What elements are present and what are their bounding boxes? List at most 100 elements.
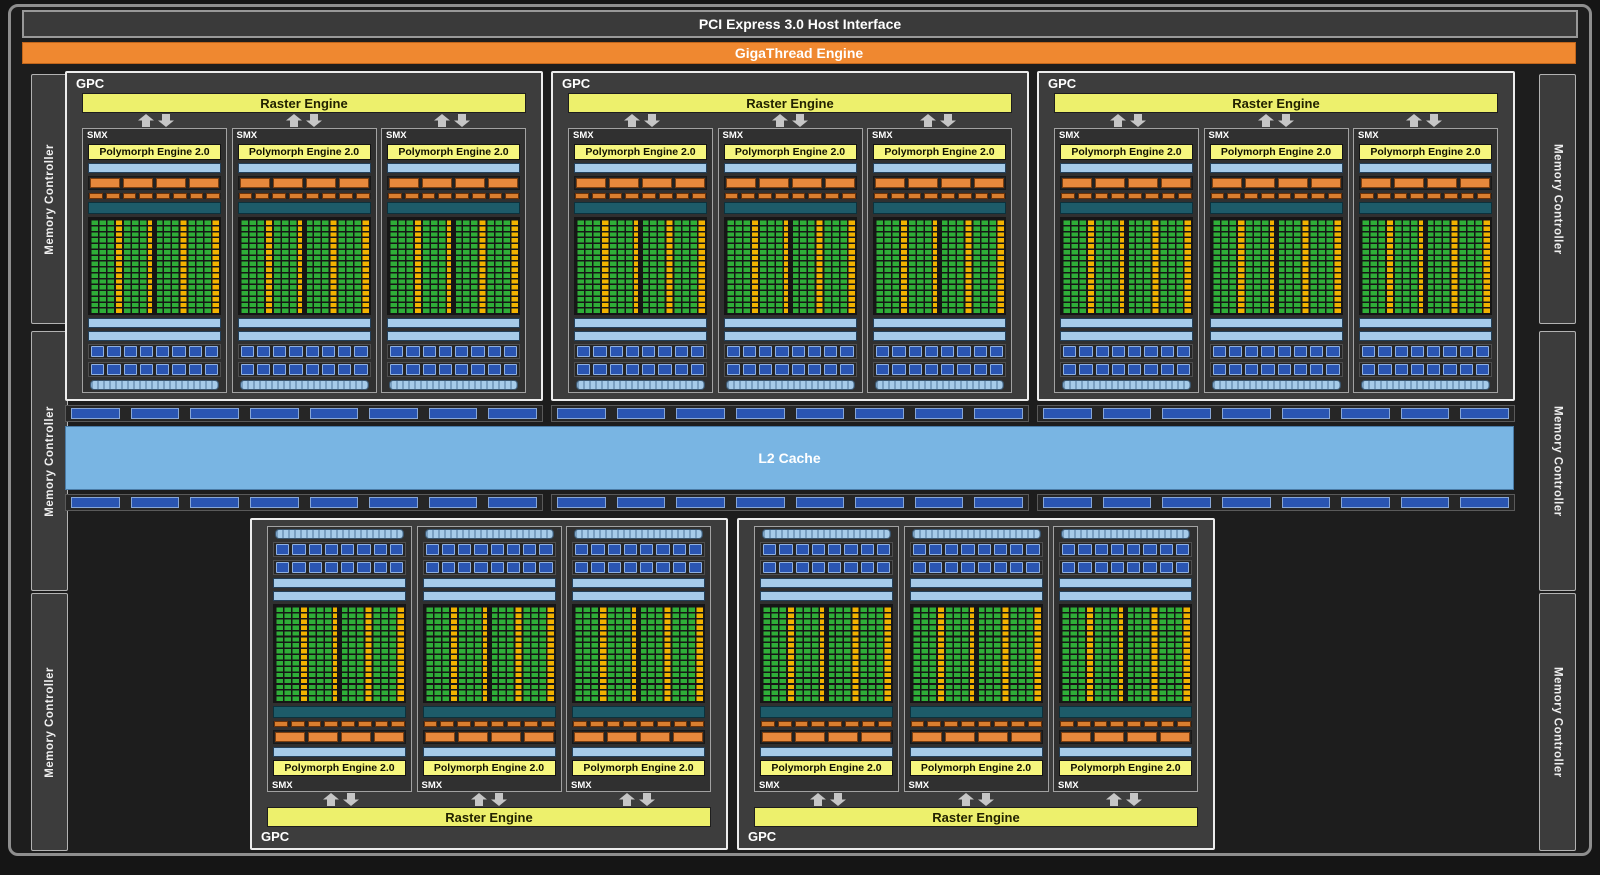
warp-scheduler-segment <box>675 178 705 188</box>
texture-unit-segment <box>1394 364 1408 375</box>
texture-unit-segment <box>674 346 688 357</box>
warp-scheduler-segment <box>308 732 338 742</box>
dispatch-unit-segment <box>473 721 488 727</box>
gigathread-engine-bar: GigaThread Engine <box>22 42 1576 64</box>
warp-scheduler-segment <box>758 178 789 188</box>
shared-memory-bar <box>574 331 707 341</box>
smx-label: SMX <box>571 780 592 791</box>
dispatch-unit-segment <box>1244 193 1258 199</box>
gigathread-engine-label: GigaThread Engine <box>734 45 864 61</box>
texture-unit-segment <box>1427 364 1441 375</box>
texture-unit-segment <box>389 562 403 573</box>
warp-scheduler-segment <box>275 732 305 742</box>
texture-unit-segment <box>139 346 153 357</box>
texture-unit-segment <box>1026 544 1040 555</box>
texture-cache-pill <box>275 529 404 539</box>
register-file-bar <box>760 706 893 718</box>
dispatch-unit-segment <box>724 193 739 199</box>
dispatch-unit-segment <box>974 193 989 199</box>
texture-unit-segment <box>1228 346 1242 357</box>
dispatch-unit-segment <box>1110 721 1124 727</box>
warp-scheduler-segment <box>272 178 303 188</box>
texture-unit-segment <box>690 364 704 375</box>
instruction-cache-bar <box>873 163 1006 173</box>
memory-controller-label: Memory Controller <box>1551 405 1564 517</box>
cuda-core-grid <box>760 604 893 703</box>
raster-smx-link <box>716 114 864 127</box>
texture-unit-segment <box>289 364 303 375</box>
texture-unit-segment <box>795 544 809 555</box>
up-down-arrows-icon <box>286 114 322 127</box>
texture-unit-segment <box>487 364 501 375</box>
warp-scheduler-segment <box>673 732 703 742</box>
texture-unit-segment <box>390 346 404 357</box>
up-down-arrows-icon <box>1106 793 1142 806</box>
texture-unit-row <box>723 362 857 377</box>
texture-unit-segment <box>357 544 371 555</box>
rop-segment <box>488 497 537 508</box>
texture-unit-segment <box>188 346 202 357</box>
texture-unit-segment <box>305 364 319 375</box>
dispatch-unit-segment <box>623 721 637 727</box>
l2-cache-label: L2 Cache <box>758 450 821 466</box>
dispatch-unit-segment <box>339 193 353 199</box>
warp-scheduler-segment <box>861 732 891 742</box>
rop-segment <box>309 497 359 508</box>
register-file-bar <box>1209 202 1343 214</box>
texture-unit-segment <box>458 562 472 573</box>
rop-segment <box>369 408 418 419</box>
texture-unit-segment <box>876 346 890 357</box>
smx-label: SMX <box>386 130 407 141</box>
texture-unit-segment <box>928 544 942 555</box>
dispatch-unit-segment <box>1077 193 1092 199</box>
warp-scheduler-segment <box>189 178 219 188</box>
warp-scheduler-segment <box>490 732 521 742</box>
rop-segment <box>914 408 964 419</box>
warp-scheduler-segment <box>389 178 419 188</box>
dispatch-unit-segment <box>841 193 856 199</box>
smx-label: SMX <box>872 130 893 141</box>
texture-cache-pill <box>90 380 219 390</box>
texture-unit-segment <box>1443 364 1457 375</box>
texture-unit-segment <box>1378 346 1392 357</box>
rop-segment <box>1221 408 1271 419</box>
texture-unit-segment <box>1063 346 1077 357</box>
texture-unit-segment <box>892 364 906 375</box>
texture-unit-segment <box>726 346 740 357</box>
texture-unit-segment <box>503 346 517 357</box>
dispatch-unit-segment <box>1144 193 1159 199</box>
rop-segment <box>557 408 606 419</box>
texture-unit-segment <box>441 544 455 555</box>
texture-unit-segment <box>977 544 991 555</box>
texture-unit-segment <box>1362 346 1376 357</box>
texture-unit-segment <box>656 544 670 555</box>
rop-segment <box>190 497 239 508</box>
texture-unit-segment <box>1079 346 1093 357</box>
rop-segment <box>249 497 299 508</box>
raster-smx-link <box>82 114 230 127</box>
texture-unit-row <box>1209 344 1343 359</box>
interconnect-bar <box>574 318 707 328</box>
texture-unit-segment <box>779 544 793 555</box>
texture-unit-segment <box>1443 346 1457 357</box>
texture-unit-segment <box>1293 364 1307 375</box>
texture-unit-segment <box>390 364 404 375</box>
dispatch-unit-segment <box>861 721 876 727</box>
polymorph-engine-bar: Polymorph Engine 2.0 <box>88 144 221 160</box>
texture-unit-segment <box>1095 346 1109 357</box>
dispatch-unit-segment <box>288 193 303 199</box>
warp-scheduler-segment <box>1161 178 1191 188</box>
dispatch-unit-row <box>1060 193 1193 199</box>
texture-unit-segment <box>957 346 971 357</box>
texture-unit-row <box>1209 362 1343 377</box>
instruction-cache-bar <box>273 747 406 757</box>
raster-smx-link <box>415 793 563 806</box>
texture-unit-segment <box>642 346 656 357</box>
dispatch-unit-segment <box>1027 721 1042 727</box>
dispatch-unit-segment <box>777 721 792 727</box>
